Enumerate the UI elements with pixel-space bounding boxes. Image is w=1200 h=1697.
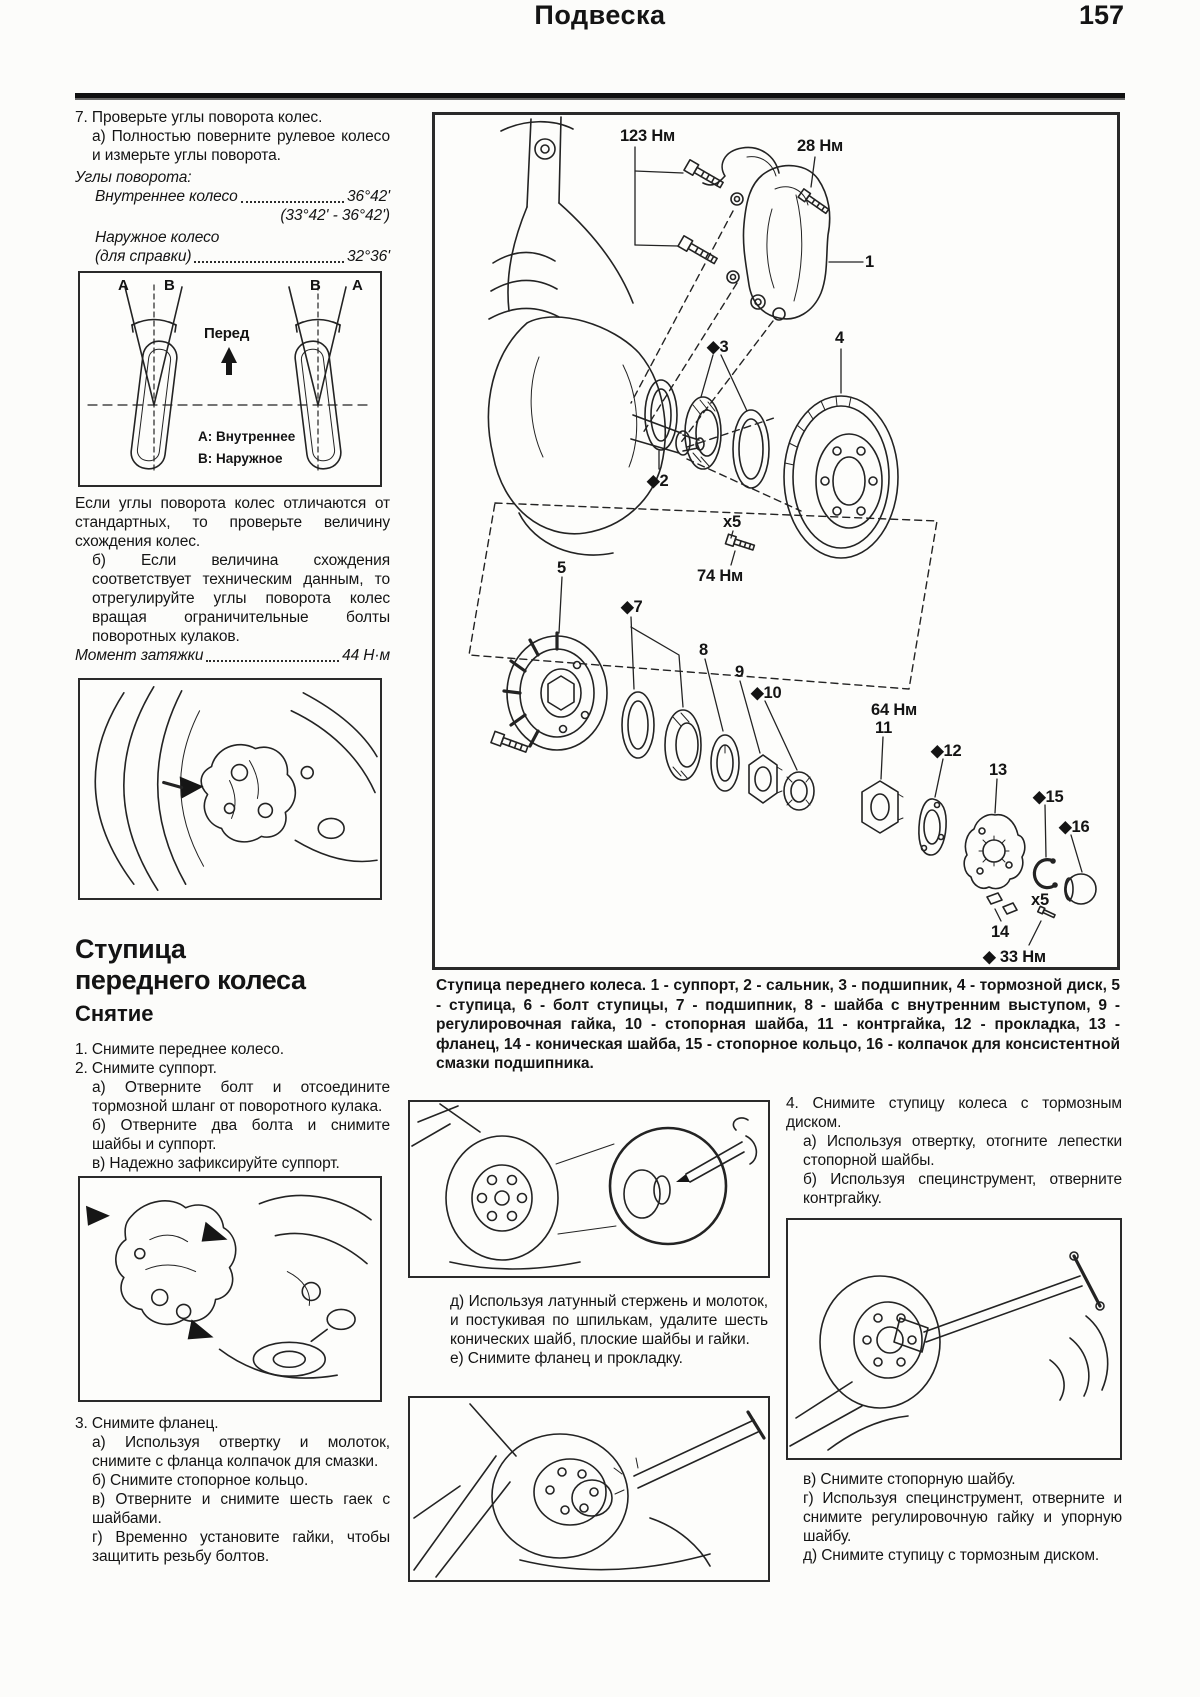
diagram-label: ◆3 bbox=[707, 338, 729, 356]
diagram-label: 11 bbox=[875, 719, 893, 737]
diagram-label: 4 bbox=[835, 329, 844, 347]
caliper-hose-figure bbox=[78, 678, 382, 900]
locknut-tool-figure bbox=[786, 1218, 1122, 1460]
para-toe-b: б) Если величина схождения соответствует… bbox=[92, 552, 390, 645]
diagram-label: ◆ 33 Нм bbox=[983, 948, 1046, 966]
spec-value: 36°42' bbox=[346, 188, 390, 205]
step-4d2: д) Снимите ступицу с тормозным диском. bbox=[803, 1547, 1100, 1564]
flange-tap-figure bbox=[408, 1396, 770, 1582]
spec-row-inner-wheel: Внутреннее колесо 36°42' bbox=[75, 187, 390, 206]
dotted-leader bbox=[206, 660, 340, 662]
tire-angle-diagram: А В В А Перед А: Внутреннее В: Наружное bbox=[78, 271, 382, 487]
spec-title: Углы поворота: bbox=[75, 169, 192, 186]
torque-value: 44 Н·м bbox=[342, 647, 390, 664]
section-title-line1: Ступица bbox=[75, 934, 186, 964]
steps-v-g-d-block: в) Снимите стопорную шайбу. г) Используя… bbox=[786, 1470, 1122, 1565]
locknut-tool-art bbox=[789, 1251, 1109, 1451]
step-4d-brass: д) Используя латунный стержень и молоток… bbox=[450, 1293, 768, 1348]
step-4-block: 4. Снимите ступицу колеса с тормозным ди… bbox=[786, 1094, 1122, 1208]
diagram-label: А bbox=[118, 277, 129, 294]
spec-label: (для справки) bbox=[95, 248, 192, 265]
lock-washer-figure bbox=[408, 1100, 770, 1278]
diagram-label: 14 bbox=[991, 923, 1009, 941]
step-2b: б) Отверните два болта и снимите шайбы и… bbox=[92, 1117, 390, 1153]
diagram-label: ◆16 bbox=[1059, 818, 1090, 836]
step-7-block: 7. Проверьте углы поворота колес. а) Пол… bbox=[75, 108, 390, 266]
flange-tap-art bbox=[413, 1403, 766, 1578]
toe-check-block: Если углы поворота колес отличаются от с… bbox=[75, 494, 390, 646]
spec-label: Внутреннее колесо bbox=[95, 188, 238, 205]
step-3c: в) Отверните и снимите шесть гаек с шайб… bbox=[92, 1491, 390, 1527]
diagram-label: 5 bbox=[557, 559, 566, 577]
diagram-label: ◆15 bbox=[1033, 788, 1064, 806]
step-3a: а) Используя отвертку и молоток, снимите… bbox=[92, 1434, 390, 1470]
lock-washer-art bbox=[411, 1103, 758, 1270]
step-3b: б) Снимите стопорное кольцо. bbox=[92, 1472, 309, 1489]
step-3: 3. Снимите фланец. bbox=[75, 1415, 219, 1432]
dotted-leader bbox=[194, 261, 344, 263]
diagram-label: В bbox=[164, 277, 175, 294]
step-4g: г) Используя специнструмент, отверните и… bbox=[803, 1490, 1122, 1545]
spec-range: (33°42' - 36°42') bbox=[280, 207, 390, 224]
diagram-caption: Ступица переднего колеса. 1 - суппорт, 2… bbox=[436, 977, 1120, 1072]
diagram-label: 9 bbox=[735, 663, 744, 681]
diagram-label: 64 Нм bbox=[871, 701, 918, 719]
step-4a: а) Используя отвертку, отогните лепестки… bbox=[803, 1133, 1122, 1169]
steps-1-2-block: 1. Снимите переднее колесо. 2. Снимите с… bbox=[75, 1040, 390, 1173]
step-2c: в) Надежно зафиксируйте суппорт. bbox=[92, 1155, 340, 1172]
tire-legend-b: В: Наружное bbox=[198, 451, 283, 466]
diagram-label: 13 bbox=[989, 761, 1007, 779]
subsection-title: Снятие bbox=[75, 1001, 154, 1026]
diagram-label: 8 bbox=[699, 641, 708, 659]
spec-value: 32°36' bbox=[346, 248, 390, 265]
diagram-label: ◆2 bbox=[647, 472, 669, 490]
exploded-hub-art bbox=[468, 116, 1097, 946]
diagram-label: 1 bbox=[865, 253, 874, 271]
step-3d: г) Временно установите гайки, чтобы защи… bbox=[92, 1529, 390, 1565]
step-4: 4. Снимите ступицу колеса с тормозным ди… bbox=[786, 1095, 1122, 1131]
step-4v: в) Снимите стопорную шайбу. bbox=[803, 1471, 1016, 1488]
diagram-label: x5 bbox=[1031, 891, 1049, 909]
diagram-label: 74 Нм bbox=[697, 567, 744, 585]
torque-label: Момент затяжки bbox=[75, 647, 204, 664]
tire-legend-a: А: Внутреннее bbox=[198, 429, 296, 444]
step-1: 1. Снимите переднее колесо. bbox=[75, 1041, 284, 1058]
step-2: 2. Снимите суппорт. bbox=[75, 1060, 217, 1077]
caliper-hose-art bbox=[94, 686, 378, 891]
step-2a: а) Отверните болт и отсоедините тормозно… bbox=[92, 1079, 390, 1115]
section-heading-block: Ступица переднего колеса Снятие bbox=[75, 934, 390, 1027]
diagram-label: 28 Нм bbox=[797, 137, 844, 155]
steps-d-e-block: д) Используя латунный стержень и молоток… bbox=[450, 1292, 768, 1368]
tire-angle-art bbox=[87, 284, 372, 472]
diagram-label: В bbox=[310, 277, 321, 294]
header-rule bbox=[75, 93, 1125, 100]
page-number: 157 bbox=[1078, 0, 1124, 30]
diagram-label: ◆10 bbox=[751, 684, 782, 702]
caliper-bolts-art bbox=[85, 1194, 372, 1379]
dotted-leader bbox=[240, 201, 344, 203]
diagram-label: 123 Нм bbox=[620, 127, 676, 145]
page-title: Подвеска bbox=[534, 0, 666, 30]
section-title-line2: переднего колеса bbox=[75, 965, 306, 995]
spec-row-outer-wheel: (для справки) 32°36' bbox=[75, 247, 390, 266]
diagram-label: Перед bbox=[204, 325, 250, 342]
step-4e: е) Снимите фланец и прокладку. bbox=[450, 1350, 683, 1367]
diagram-label: ◆12 bbox=[931, 742, 962, 760]
step-3-block: 3. Снимите фланец. а) Используя отвертку… bbox=[75, 1414, 390, 1566]
spec-label-outer: Наружное колесо bbox=[95, 229, 220, 246]
caliper-bolts-figure bbox=[78, 1176, 382, 1402]
para-toe: Если углы поворота колес отличаются от с… bbox=[75, 495, 390, 550]
diagram-label: x5 bbox=[723, 513, 741, 531]
diagram-label: ◆7 bbox=[621, 598, 643, 616]
step-7a: а) Полностью поверните рулевое колесо и … bbox=[92, 128, 390, 164]
step-7: 7. Проверьте углы поворота колес. bbox=[75, 109, 323, 126]
torque-spec-row: Момент затяжки 44 Н·м bbox=[75, 646, 390, 665]
step-4b: б) Используя специнструмент, отверните к… bbox=[803, 1171, 1122, 1207]
diagram-label: А bbox=[352, 277, 363, 294]
